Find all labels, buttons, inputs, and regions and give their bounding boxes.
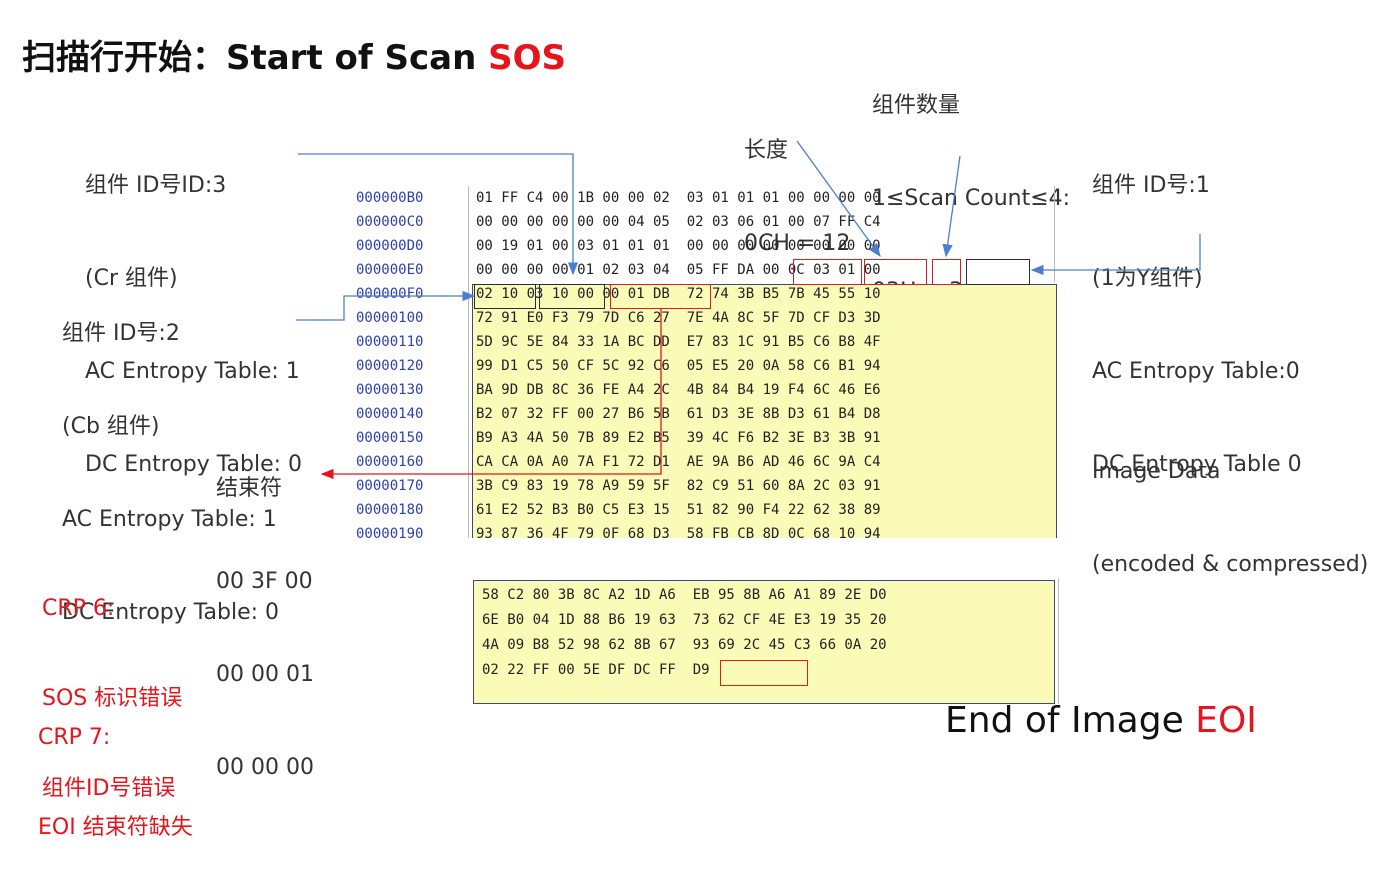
sos-marker-box — [793, 259, 862, 285]
hex-address: 00000110 — [356, 334, 424, 350]
title-highlight: SOS — [488, 38, 567, 78]
hex-dump-panel: 000000B0 01 FF C4 00 1B 00 00 02 03 01 01… — [352, 186, 1060, 538]
hex-address: 00000130 — [356, 382, 424, 398]
hex-address: 00000190 — [356, 526, 424, 538]
annotation-line: AC Entropy Table: 1 — [62, 507, 277, 532]
hex-bytes: 3B C9 83 19 78 A9 59 5F 82 C9 51 60 8A 2… — [476, 478, 881, 494]
hex-bytes: CA CA 0A A0 7A F1 72 D1 AE 9A B6 AD 46 6… — [476, 454, 881, 470]
hex-address: 00000140 — [356, 406, 424, 422]
page-title: 扫描行开始：Start of Scan SOS — [22, 30, 566, 79]
hex-address: 000000B0 — [356, 190, 424, 206]
image-data-highlight — [472, 284, 1057, 538]
annotation-line: 00 00 01 — [216, 662, 314, 687]
annotation-line: Image Data — [1092, 459, 1221, 484]
annotation-line: 0CH = 12 — [744, 231, 851, 256]
hex-bytes: 00 00 00 00 01 02 03 04 05 FF DA 00 0C 0… — [476, 262, 881, 278]
annotation-line: 00 3F 00 — [216, 569, 313, 594]
eoi-marker-box — [720, 660, 808, 686]
hex-bytes: 93 87 36 4F 79 0F 68 D3 58 FB CB 8D 0C 6… — [476, 526, 881, 538]
hex-bytes: B9 A3 4A 50 7B 89 E2 B5 39 4C F6 B2 3E B… — [476, 430, 881, 446]
hex-bytes: 00 00 00 00 00 00 04 05 02 03 06 01 00 0… — [476, 214, 881, 230]
annotation-line: AC Entropy Table: 1 — [85, 359, 300, 384]
annotation-line: (encoded & compressed) — [1092, 552, 1369, 577]
title-main: 扫描行开始：Start of Scan — [22, 38, 489, 78]
eoi-label: End of Image EOI — [945, 700, 1257, 741]
crp-line: EOI 结束符缺失 — [38, 815, 193, 840]
arrow-comp-id1 — [1030, 234, 1201, 276]
component-id1-box — [966, 259, 1030, 285]
eoi-hex-row: 02 22 FF 00 5E DF DC FF D9 — [482, 662, 710, 678]
hex-bytes: 5D 9C 5E 84 33 1A BC DD E7 83 1C 91 B5 C… — [476, 334, 881, 350]
hex-address: 00000170 — [356, 478, 424, 494]
column-divider — [1058, 578, 1059, 704]
column-divider — [1054, 186, 1055, 282]
eoi-label-main: End of Image — [945, 700, 1196, 741]
annotation-line: 结束符 — [216, 476, 283, 501]
eoi-hex-row: 58 C2 80 3B 8C A2 1D A6 EB 95 8B A6 A1 8… — [482, 587, 887, 603]
arrow-length — [796, 140, 881, 258]
column-divider — [468, 186, 469, 538]
annotation-line: DC Entropy Table 0 — [1092, 452, 1302, 477]
hex-bytes: B2 07 32 FF 00 27 B6 5B 61 D3 3E 8B D3 6… — [476, 406, 881, 422]
hex-address: 00000120 — [356, 358, 424, 374]
eoi-hex-panel: 58 C2 80 3B 8C A2 1D A6 EB 95 8B A6 A1 8… — [473, 580, 1055, 704]
annotation-line: (Cb 组件) — [62, 414, 160, 439]
hex-bytes: 00 19 01 00 03 01 01 01 00 00 00 00 00 0… — [476, 238, 881, 254]
hex-bytes: 02 10 03 10 00 00 01 DB 72 74 3B B5 7B 4… — [476, 286, 881, 302]
hex-address: 00000160 — [356, 454, 424, 470]
annotation-line: 00 00 00 — [216, 755, 314, 780]
end-marker-box — [610, 284, 711, 309]
annotation-line: 组件数量 — [872, 93, 961, 118]
annotation-line: 组件 ID号:1 — [1092, 173, 1210, 198]
annotation-line: 组件 ID号ID:3 — [85, 173, 227, 198]
annotation-line: AC Entropy Table:0 — [1092, 359, 1300, 384]
arrow-component-count — [942, 155, 961, 258]
length-box — [864, 259, 927, 285]
arrow-comp-id3 — [298, 153, 579, 276]
annotation-line: DC Entropy Table: 0 — [62, 600, 280, 625]
component-id3-annotation: 组件 ID号ID:3 (Cr 组件) AC Entropy Table: 1 D… — [85, 108, 302, 511]
annotation-line: 组件 ID号:2 — [62, 321, 180, 346]
hex-address: 000000F0 — [356, 286, 424, 302]
hex-address: 00000180 — [356, 502, 424, 518]
arrow-comp-id2 — [296, 290, 476, 321]
hex-address: 000000D0 — [356, 238, 424, 254]
annotation-line: (Cr 组件) — [85, 266, 178, 291]
arrow-end-marker — [320, 309, 662, 480]
image-data-annotation: Image Data (encoded & compressed) — [1092, 394, 1368, 611]
annotation-line: DC Entropy Table: 0 — [85, 452, 303, 477]
hex-address: 000000C0 — [356, 214, 424, 230]
arrows-overlay — [296, 140, 1201, 480]
hex-address: 000000E0 — [356, 262, 424, 278]
hex-bytes: 61 E2 52 B3 B0 C5 E3 15 51 82 90 F4 22 6… — [476, 502, 881, 518]
hex-bytes: 99 D1 C5 50 CF 5C 92 C6 05 E5 20 0A 58 C… — [476, 358, 881, 374]
hex-bytes: BA 9D DB 8C 36 FE A4 2C 4B 84 B4 19 F4 6… — [476, 382, 881, 398]
component-count-box — [932, 259, 961, 285]
hex-address: 00000100 — [356, 310, 424, 326]
crp-line: CRP 7: — [38, 725, 111, 750]
component-id3-box — [539, 284, 605, 309]
hex-bytes: 01 FF C4 00 1B 00 00 02 03 01 01 01 00 0… — [476, 190, 881, 206]
component-id1-annotation: 组件 ID号:1 (1为Y组件) AC Entropy Table:0 DC E… — [1092, 108, 1302, 511]
eoi-hex-row: 4A 09 B8 52 98 62 8B 67 93 69 2C 45 C3 6… — [482, 637, 887, 653]
eoi-label-highlight: EOI — [1195, 700, 1257, 741]
crp-line: CRP 6: — [42, 596, 115, 621]
crp-line: SOS 标识错误 — [42, 686, 183, 711]
eoi-hex-row: 6E B0 04 1D 88 B6 19 63 73 62 CF 4E E3 1… — [482, 612, 887, 628]
annotation-line: 长度 — [744, 138, 789, 163]
length-annotation: 长度 0CH = 12 — [744, 73, 850, 290]
hex-address: 00000150 — [356, 430, 424, 446]
annotation-line: 1≤Scan Count≤4: — [872, 186, 1071, 211]
component-id2-annotation: 组件 ID号:2 (Cb 组件) AC Entropy Table: 1 DC … — [62, 256, 279, 659]
